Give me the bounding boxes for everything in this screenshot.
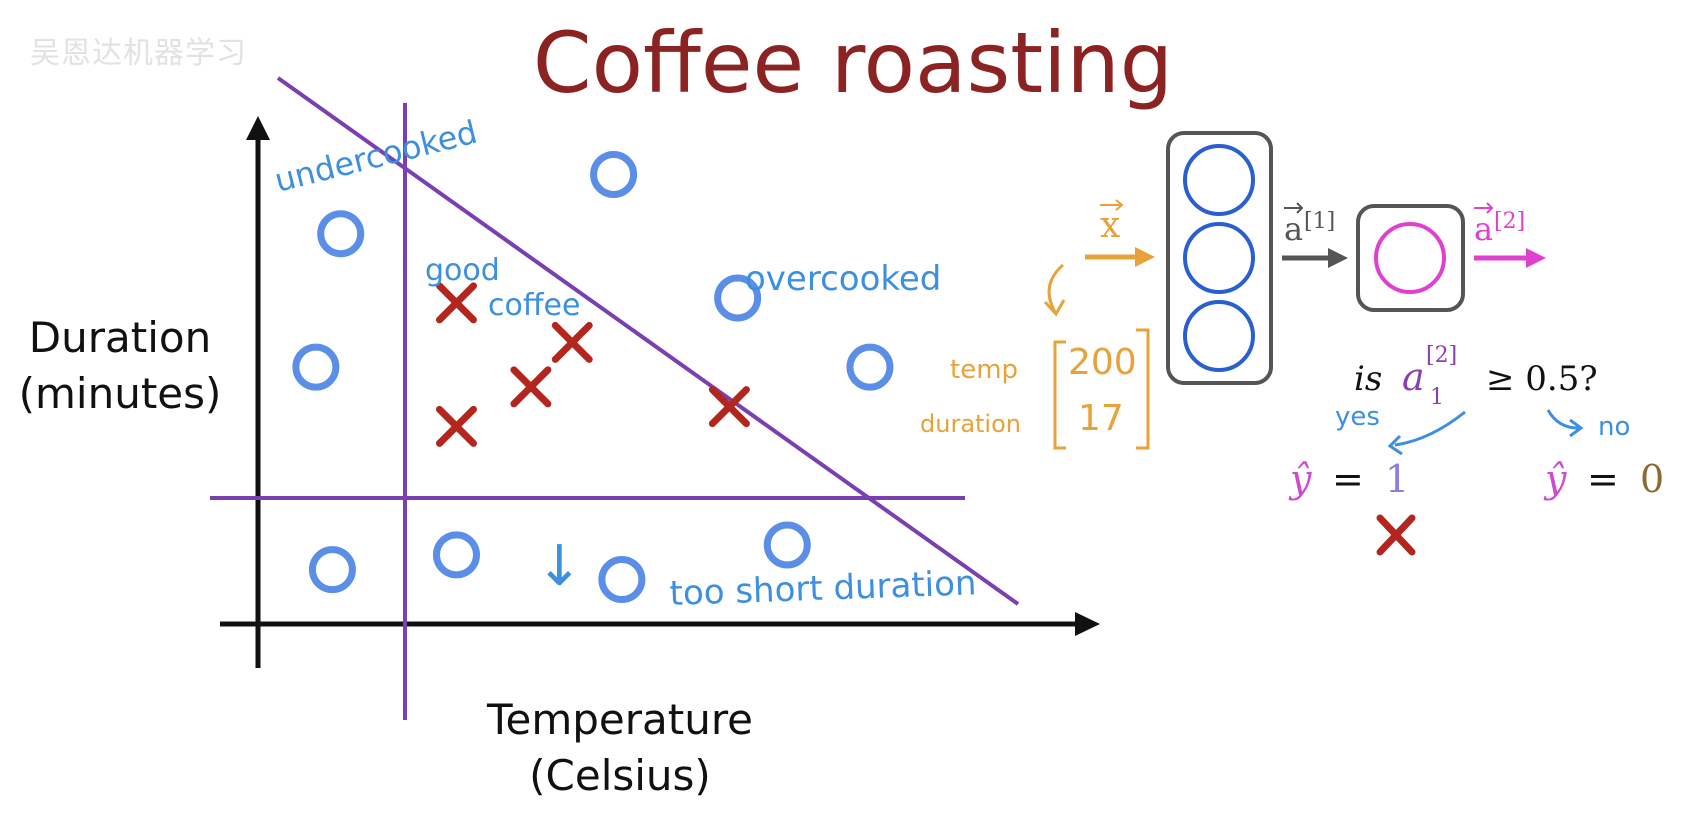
page-title: Coffee roasting: [532, 14, 1174, 112]
input-name-duration: duration: [920, 410, 1021, 438]
layer1-neuron-1: [1183, 144, 1255, 216]
a1-superscript: [1]: [1304, 209, 1335, 234]
input-name-temp: temp: [950, 355, 1018, 385]
input-curved-arrowhead: [1043, 299, 1066, 317]
x-axis-label-line2: (Celsius): [529, 751, 711, 800]
yhat-yes-symbol: ŷ: [1288, 457, 1312, 501]
input-curved-arrow: [1047, 263, 1065, 313]
a2-arrowhead: [1526, 248, 1546, 268]
input-vector-bracket-left: [1053, 340, 1066, 450]
annotation-coffee: coffee: [488, 288, 580, 323]
point-good-coffee-1: [551, 321, 593, 363]
x-axis-arrowhead: [1075, 612, 1100, 636]
input-x-label: x: [1100, 205, 1120, 246]
watermark: 吴恩达机器学习: [30, 36, 247, 71]
point-good-coffee-3: [435, 405, 477, 447]
a1-label: a: [1284, 210, 1303, 248]
question-superscript: [2]: [1426, 343, 1457, 368]
input-x-vector-mark: [1100, 199, 1124, 211]
point-bad-coffee-1: [590, 150, 638, 198]
point-good-coffee-2: [510, 366, 552, 408]
point-bad-coffee-5: [308, 546, 356, 594]
y-axis-label-line2: (minutes): [18, 369, 222, 418]
yes-arrowhead: [1387, 434, 1403, 456]
point-good-coffee-4: [708, 386, 750, 428]
layer1-box: [1166, 131, 1273, 385]
layer2-box: [1356, 204, 1465, 312]
y-axis-arrowhead: [246, 116, 270, 140]
input-value-duration: 17: [1078, 398, 1124, 439]
annotation-too-short: too short duration: [669, 563, 977, 614]
point-bad-coffee-0: [317, 210, 365, 258]
yhat-yes-cross-icon: [1376, 514, 1416, 556]
yhat-yes-equals: =: [1332, 457, 1364, 501]
data-points: [292, 150, 894, 604]
neural-network: x temp duration 200 17 a [1] a [2]: [920, 131, 1664, 556]
question-subscript: 1: [1430, 385, 1444, 410]
question-rest: ≥ 0.5?: [1486, 359, 1598, 399]
annotation-undercooked: undercooked: [271, 113, 481, 200]
input-value-temp: 200: [1068, 342, 1137, 383]
annotation-overcooked: overcooked: [745, 259, 941, 299]
point-bad-coffee-8: [763, 521, 811, 569]
boundary-diagonal: [276, 76, 1020, 606]
a1-vector-mark: [1284, 202, 1304, 214]
x-axis-label-line1: Temperature: [486, 695, 754, 744]
answer-yes: yes: [1335, 402, 1380, 432]
a2-superscript: [2]: [1494, 209, 1525, 234]
input-vector-bracket-right: [1136, 328, 1150, 450]
annotation-good: good: [425, 253, 500, 288]
question-prefix: is: [1354, 359, 1382, 399]
yhat-no-symbol: ŷ: [1543, 457, 1567, 501]
yes-arrow: [1394, 410, 1466, 447]
point-good-coffee-0: [435, 282, 477, 324]
point-bad-coffee-6: [432, 531, 480, 579]
layer1-neuron-2: [1183, 222, 1255, 294]
point-bad-coffee-2: [714, 274, 762, 322]
input-arrowhead: [1135, 247, 1155, 267]
answer-no: no: [1598, 412, 1630, 442]
no-arrow: [1546, 409, 1579, 430]
point-bad-coffee-7: [598, 556, 646, 604]
yhat-yes-value: 1: [1385, 457, 1409, 501]
point-bad-coffee-4: [846, 343, 894, 391]
no-arrowhead: [1569, 418, 1584, 438]
yhat-no-value: 0: [1640, 457, 1664, 501]
a2-label: a: [1474, 210, 1493, 248]
question-variable: a: [1402, 355, 1425, 399]
a2-vector-mark: [1474, 202, 1494, 214]
annotation-down-arrow: ↓: [536, 534, 583, 599]
x-axis-label: Temperature (Celsius): [440, 692, 800, 804]
y-axis-label-line1: Duration: [28, 313, 212, 362]
layer2-neuron: [1374, 222, 1446, 294]
point-bad-coffee-3: [292, 343, 340, 391]
yhat-no-equals: =: [1587, 457, 1619, 501]
layer1-neuron-3: [1183, 300, 1255, 372]
y-axis-label: Duration (minutes): [0, 310, 240, 422]
a1-arrowhead: [1328, 248, 1348, 268]
